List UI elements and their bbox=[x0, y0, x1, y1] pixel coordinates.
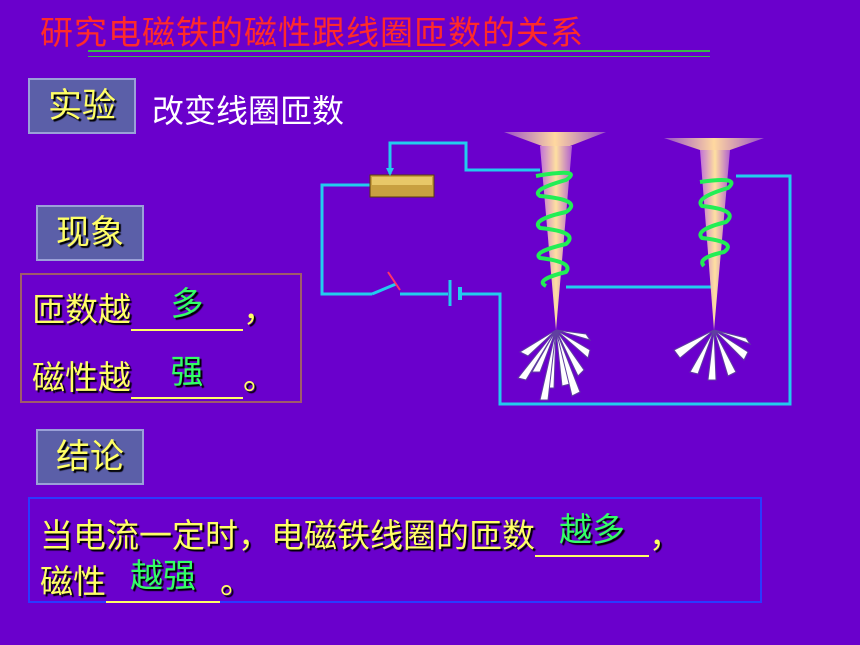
experiment-tag: 实验 bbox=[28, 78, 136, 134]
conclusion-line-1: 当电流一定时，电磁铁线圈的匝数越多 ， bbox=[40, 509, 682, 557]
phenomenon-line-2-prefix: 磁性越 bbox=[32, 358, 131, 397]
conclusion-box: 当电流一定时，电磁铁线圈的匝数越多 ， 磁性越强 。 bbox=[28, 497, 762, 603]
conclusion-blank-2: 越强 bbox=[106, 556, 220, 603]
conclusion-line-2: 磁性越强 。 bbox=[40, 555, 253, 603]
conclusion-line-1-prefix: 当电流一定时，电磁铁线圈的匝数 bbox=[40, 516, 535, 555]
pins-right-icon bbox=[673, 329, 752, 381]
phenomenon-line-1-prefix: 匝数越 bbox=[32, 290, 131, 329]
phenomenon-blank-2: 强 bbox=[131, 352, 243, 399]
title-underline bbox=[88, 50, 710, 57]
conclusion-tag: 结论 bbox=[36, 429, 144, 485]
phenomenon-line-2: 磁性越强 。 bbox=[32, 351, 276, 399]
experiment-text: 改变线圈匝数 bbox=[152, 92, 345, 130]
pins-left-icon bbox=[517, 329, 592, 401]
rheostat-icon bbox=[369, 168, 435, 198]
page-title: 研究电磁铁的磁性跟线圈匝数的关系 bbox=[40, 13, 584, 52]
phenomenon-box: 匝数越多 ， 磁性越强 。 bbox=[20, 273, 302, 403]
phenomenon-line-2-suffix: 。 bbox=[243, 358, 276, 397]
battery-icon bbox=[448, 280, 462, 306]
nail-left-icon bbox=[504, 132, 606, 330]
conclusion-blank-1: 越多 bbox=[535, 510, 649, 557]
conclusion-line-2-prefix: 磁性 bbox=[40, 562, 106, 601]
coil-right-icon bbox=[698, 178, 734, 268]
conclusion-answer-1: 越多 bbox=[559, 510, 625, 549]
phenomenon-answer-2: 强 bbox=[170, 352, 204, 391]
phenomenon-tag: 现象 bbox=[36, 205, 144, 261]
conclusion-answer-2: 越强 bbox=[130, 556, 196, 595]
phenomenon-line-1-suffix: ， bbox=[243, 290, 276, 329]
coil-left-icon bbox=[535, 170, 574, 288]
switch-icon bbox=[371, 271, 401, 296]
conclusion-line-1-suffix: ， bbox=[649, 516, 682, 555]
phenomenon-answer-1: 多 bbox=[170, 284, 204, 323]
phenomenon-line-1: 匝数越多 ， bbox=[32, 283, 276, 331]
phenomenon-blank-1: 多 bbox=[131, 284, 243, 331]
nail-right-icon bbox=[664, 138, 764, 330]
conclusion-line-2-suffix: 。 bbox=[220, 562, 253, 601]
